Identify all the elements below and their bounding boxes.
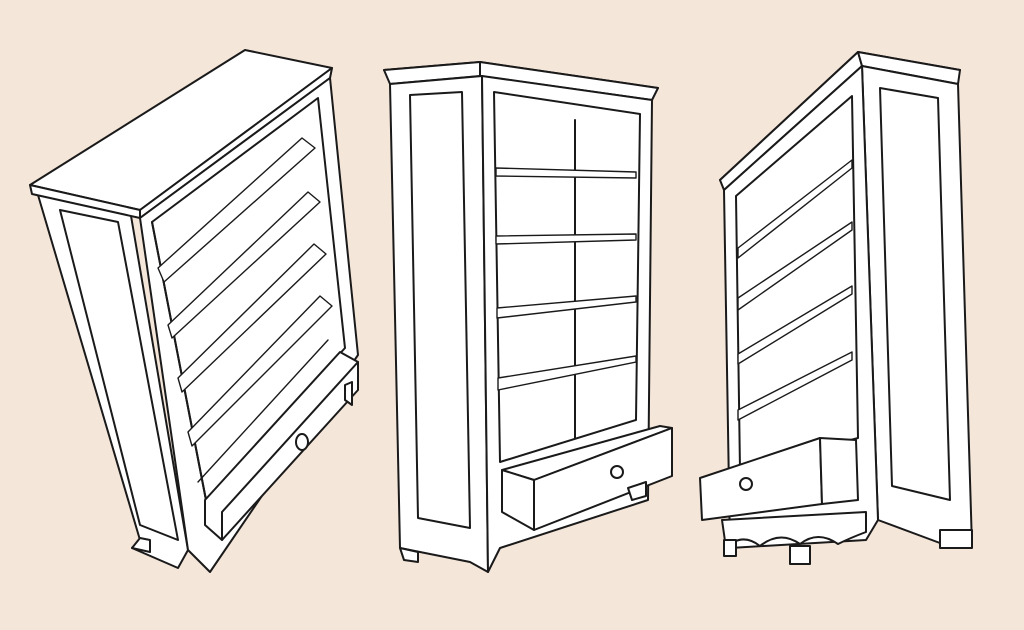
right-shelf-2 xyxy=(737,221,853,311)
left-drawer-face xyxy=(221,361,359,541)
front-drawer-face xyxy=(533,427,673,531)
front-shelf-2 xyxy=(495,233,637,245)
front-leg-right xyxy=(627,481,647,501)
right-front-opening xyxy=(735,95,859,471)
left-shelves xyxy=(157,137,333,483)
right-shelf-3 xyxy=(737,285,853,365)
left-shelf-5 xyxy=(197,339,329,483)
right-shelves xyxy=(737,159,853,421)
front-shelf-1 xyxy=(495,167,637,179)
right-leg-2 xyxy=(789,545,811,565)
front-opening xyxy=(493,91,641,463)
front-leg-left xyxy=(399,547,419,563)
front-shelves xyxy=(495,167,637,391)
right-drawer-side xyxy=(819,437,859,505)
left-shelf-4 xyxy=(187,295,333,447)
left-shelf-1 xyxy=(157,137,316,283)
left-shelf-3 xyxy=(177,243,327,393)
left-side-inset xyxy=(59,209,179,541)
right-shelf-4 xyxy=(737,351,853,421)
front-shelf-4 xyxy=(497,355,637,391)
front-side-inset xyxy=(409,91,471,529)
left-leg-1 xyxy=(131,537,151,553)
right-drawer-knob xyxy=(739,477,753,491)
bookcase-view-right xyxy=(699,51,973,565)
right-apron xyxy=(721,511,867,549)
right-shelf-1 xyxy=(737,159,853,259)
left-drawer-knob xyxy=(295,433,309,451)
left-shelf-2 xyxy=(167,191,321,339)
bookcase-view-left xyxy=(29,49,359,573)
right-side-inset xyxy=(879,87,951,501)
front-shelf-3 xyxy=(496,295,637,319)
front-drawer-knob xyxy=(610,465,624,479)
bookcase-view-front xyxy=(383,61,673,573)
right-leg-3 xyxy=(939,529,973,549)
right-leg-1 xyxy=(723,539,737,557)
left-leg-2 xyxy=(344,381,353,406)
